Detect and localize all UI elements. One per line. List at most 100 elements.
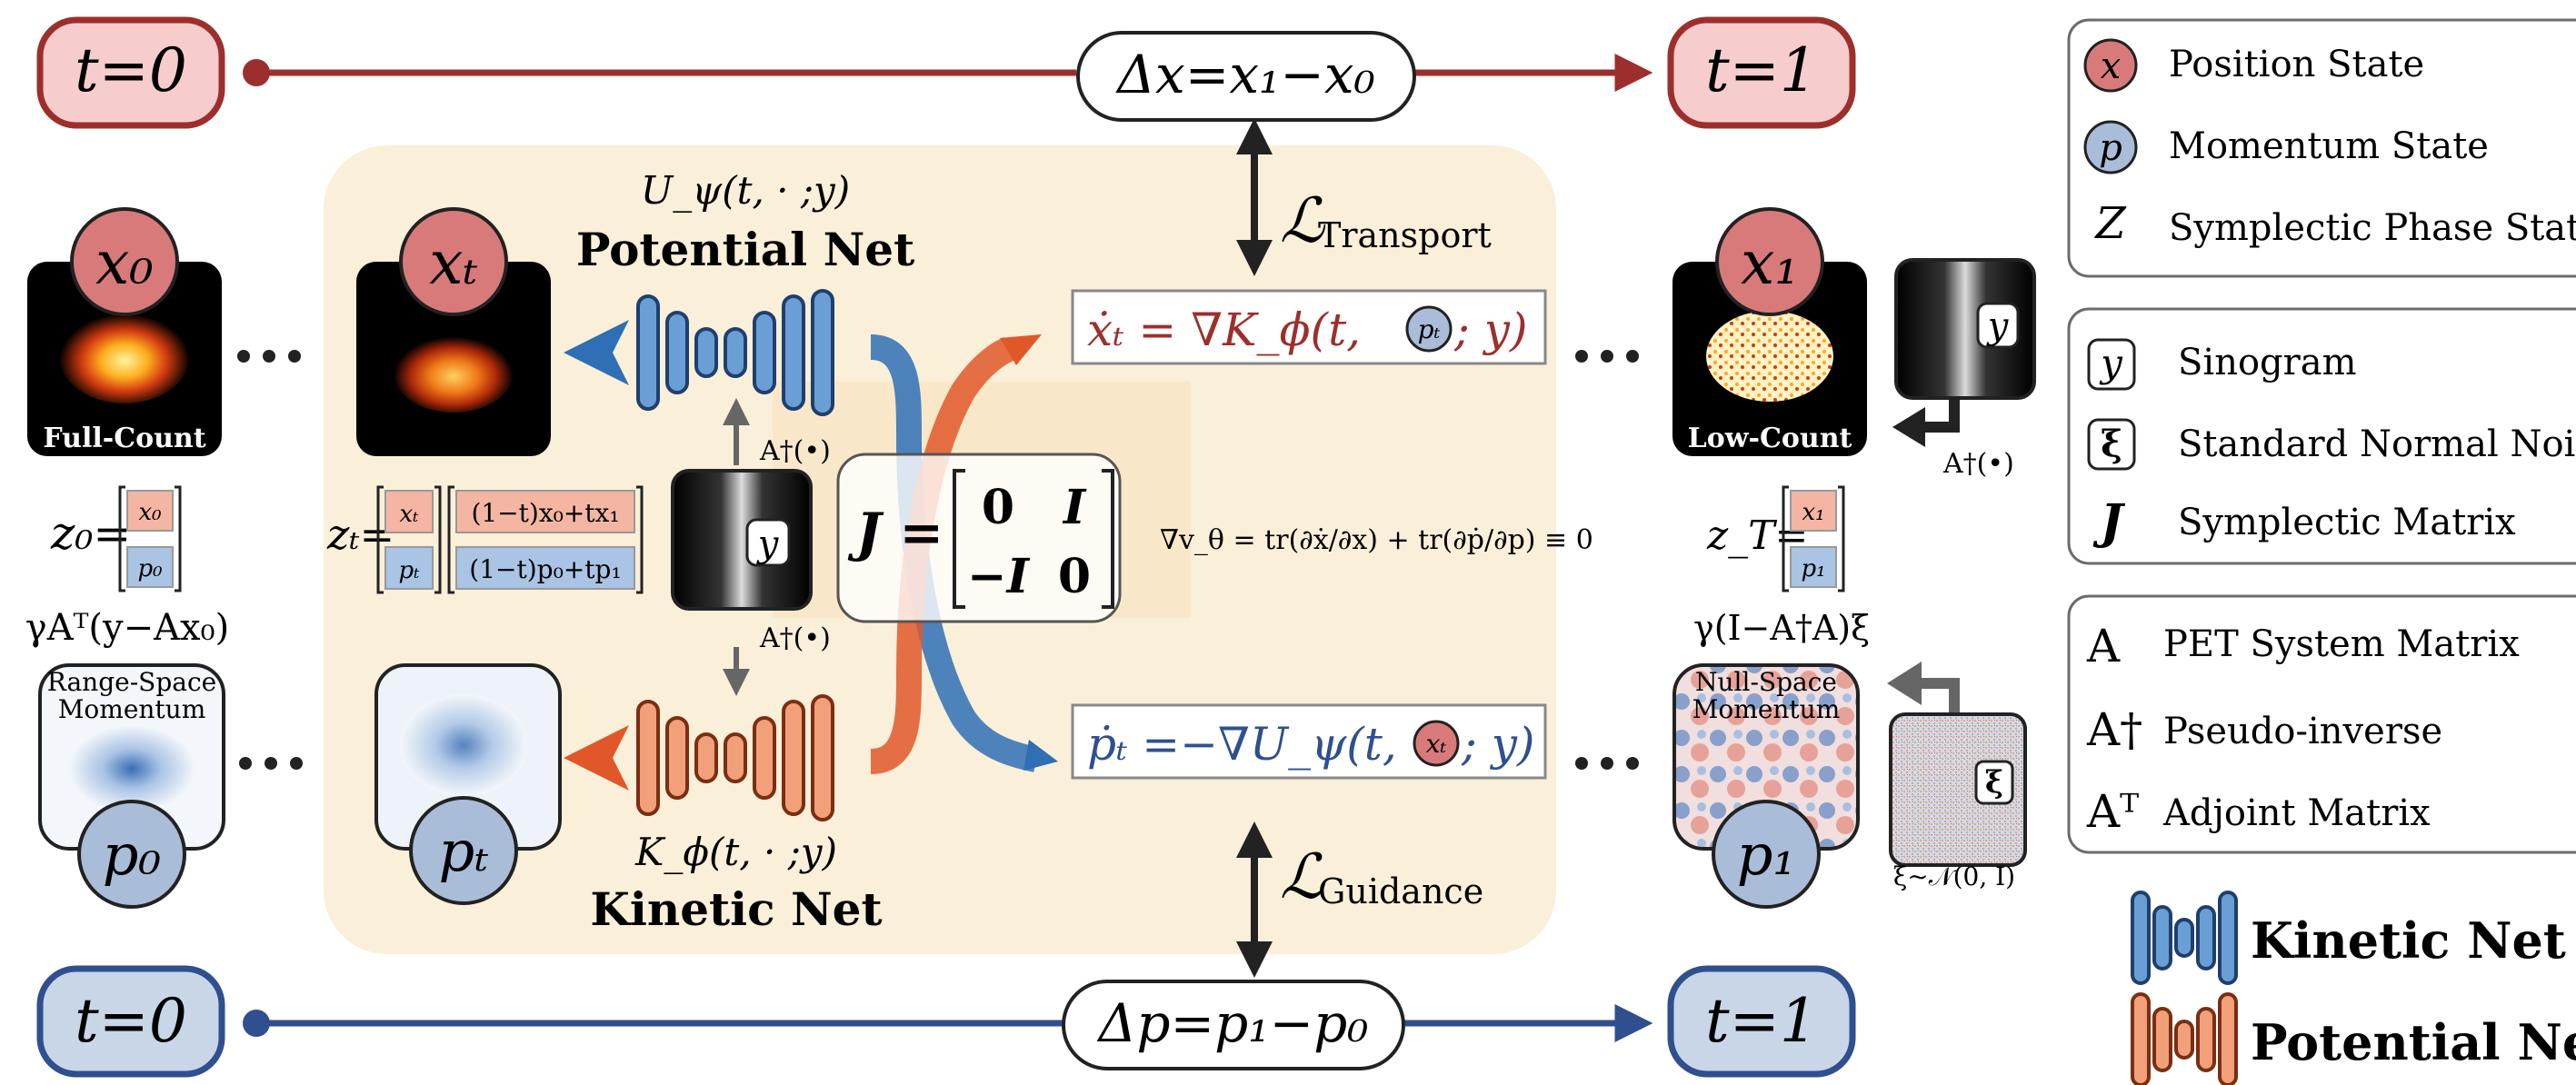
delta-x-label: Δx=x₁−x₀ (1115, 44, 1375, 105)
z0-vector: z₀= x₀ p₀ (50, 485, 182, 592)
range-space-label-1: Range-Space (47, 667, 216, 697)
kinetic-net-title: Kinetic Net (590, 882, 882, 936)
legend-momentum-icon (2083, 120, 2138, 174)
pinv-op-bottom: A†(•) (759, 622, 831, 654)
delta-p-label: Δp=p₁−p₀ (1097, 992, 1369, 1054)
t0-top-label: t=0 (75, 35, 187, 105)
z0-x0: x₀ (138, 499, 162, 526)
legend-a-symbol: A (2086, 620, 2121, 672)
sinogram-right: y A†(•) (1892, 258, 2036, 480)
j-label: J = (847, 502, 944, 563)
xdot-text: ẋₜ = ∇K_ϕ(t, (1087, 304, 1361, 356)
ellipsis-right-bottom (1575, 757, 1639, 770)
x1-state-circle (1715, 207, 1824, 316)
xdot-pt-circle (1405, 305, 1453, 353)
pdot-text: ṗₜ =−∇U_ψ(t, (1087, 718, 1397, 771)
ellipsis-left-bottom (239, 757, 303, 770)
pdot-xt-label: xₜ (1426, 729, 1447, 759)
z0-label: z₀= (50, 507, 131, 560)
pdot-xt-circle (1413, 720, 1460, 767)
delta-p-box (1062, 980, 1405, 1070)
legend-apinv-label: Pseudo-inverse (2163, 711, 2442, 752)
kinetic-net-signature: K_ϕ(t, · ;y) (634, 830, 837, 874)
timeline-start-dot (243, 59, 270, 86)
potential-net-signature: U_ψ(t, · ;y) (641, 168, 850, 213)
ellipsis-right-top (1575, 350, 1639, 363)
legend-potential-label: Potential Net (2251, 1013, 2576, 1071)
legend-position-icon (2083, 38, 2138, 93)
legend-j-label: Symplectic Matrix (2178, 502, 2516, 543)
j-m22: 0 (1058, 549, 1091, 604)
null-space-label-2: Momentum (1692, 694, 1841, 724)
transport-loss-sub: Transport (1318, 215, 1492, 255)
guidance-loss: ℒ Guidance (1236, 821, 1483, 978)
pt-state-circle (409, 796, 518, 905)
x0-panel: Full-Count x₀ (27, 207, 222, 456)
legend-phase-label: Symplectic Phase State (2169, 207, 2576, 249)
zT-p1: p₁ (1801, 555, 1825, 582)
legend-group-operators (2067, 594, 2576, 854)
legend-noise-symbol: ξ (2101, 423, 2122, 465)
null-space-formula: γ(I−A†A)ξ (1693, 608, 1870, 648)
legend-apinv-symbol: A† (2086, 703, 2142, 756)
potential-net-title: Potential Net (576, 223, 914, 276)
legend-a-label: PET System Matrix (2163, 623, 2520, 665)
legend-position-label: Position State (2169, 44, 2424, 85)
symplectic-matrix: J = 0 I −I 0 (836, 453, 1122, 623)
noise-sample: ξ ξ∼𝒩(0, I) (1887, 662, 2027, 891)
legend-phase-symbol: Z (2093, 198, 2127, 249)
z0-p0: p₀ (137, 555, 163, 582)
legend-noise-label: Standard Normal Noise (2178, 423, 2576, 465)
timeline-start-dot-blue (243, 1010, 270, 1037)
legend-kinetic-label: Kinetic Net (2251, 911, 2566, 970)
zt-p-interp: (1−t)p₀+tp₁ (469, 554, 621, 584)
x1-panel: Low-Count x₁ (1672, 207, 1867, 456)
zt-vector: zₜ= xₜ pₜ (1−t)x₀+tx₁ (1−t)p₀+tp₁ (326, 485, 644, 594)
legend-group-inputs (2067, 307, 2576, 565)
zT-vector: z_T= x₁ p₁ (1706, 485, 1845, 592)
legend: x Position State p Momentum State Z Symp… (2067, 18, 2576, 1085)
legend-position-symbol: x (2101, 45, 2122, 87)
pdot-equation: ṗₜ =−∇U_ψ(t, xₜ ; y) (1071, 703, 1547, 780)
t1-top-badge (1667, 16, 1856, 129)
xt-state-circle (399, 207, 508, 316)
t0-top-badge (36, 16, 225, 129)
p0-panel: Range-Space Momentum p₀ (38, 663, 225, 909)
transport-loss: ℒ Transport (1236, 118, 1492, 276)
noise-xi-label: ξ (1985, 764, 2003, 801)
range-space-formula: γAᵀ(y−Ax₀) (25, 607, 229, 649)
guidance-loss-sub: Guidance (1318, 871, 1483, 911)
xdot-tail: ; y) (1453, 304, 1528, 356)
divergence-equation: ∇v_θ = tr(∂ẋ/∂x) + tr(∂ṗ/∂p) ≡ 0 (1160, 524, 1593, 556)
legend-momentum-label: Momentum State (2169, 125, 2489, 167)
ellipsis-left-top (237, 350, 301, 363)
zt-xt: xₜ (399, 501, 419, 528)
xdot-pt-label: pₜ (1418, 314, 1441, 344)
legend-group-states (2067, 18, 2576, 278)
j-m11: 0 (982, 480, 1014, 535)
low-count-label: Low-Count (1688, 423, 1852, 454)
legend-sinogram-symbol: y (2099, 341, 2123, 385)
x1-state-label: x₁ (1741, 228, 1799, 298)
transport-loss-label: ℒ (1280, 185, 1326, 257)
t1-bottom-label: t=1 (1705, 986, 1818, 1056)
legend-atransp-symbol: Aᵀ (2086, 785, 2139, 838)
kinetic-net: K_ϕ(t, · ;y) Kinetic Net (564, 694, 883, 936)
legend-sinogram-icon (2087, 338, 2136, 391)
pt-state-label: pₜ (439, 818, 489, 884)
sinogram-right-label: y (1986, 305, 2010, 347)
t1-top-label: t=1 (1705, 35, 1818, 105)
sinogram-center: A†(•) A†(•) y (671, 398, 831, 696)
zt-x-interp: (1−t)x₀+tx₁ (471, 498, 619, 528)
j-m12: I (1062, 480, 1087, 535)
sinogram-center-label: y (756, 523, 780, 565)
xt-panel: xₜ (356, 207, 551, 456)
xdot-equation: ẋₜ = ∇K_ϕ(t, pₜ ; y) (1071, 289, 1547, 365)
legend-atransp-label: Adjoint Matrix (2162, 792, 2431, 834)
pinv-op-right: A†(•) (1942, 448, 2014, 480)
zT-x1: x₁ (1802, 499, 1824, 526)
legend-noise-icon (2087, 418, 2136, 471)
p1-panel: Null-Space Momentum p₁ (1672, 663, 1860, 909)
p1-state-label: p₁ (1737, 821, 1796, 888)
xt-state-label: xₜ (429, 228, 478, 298)
